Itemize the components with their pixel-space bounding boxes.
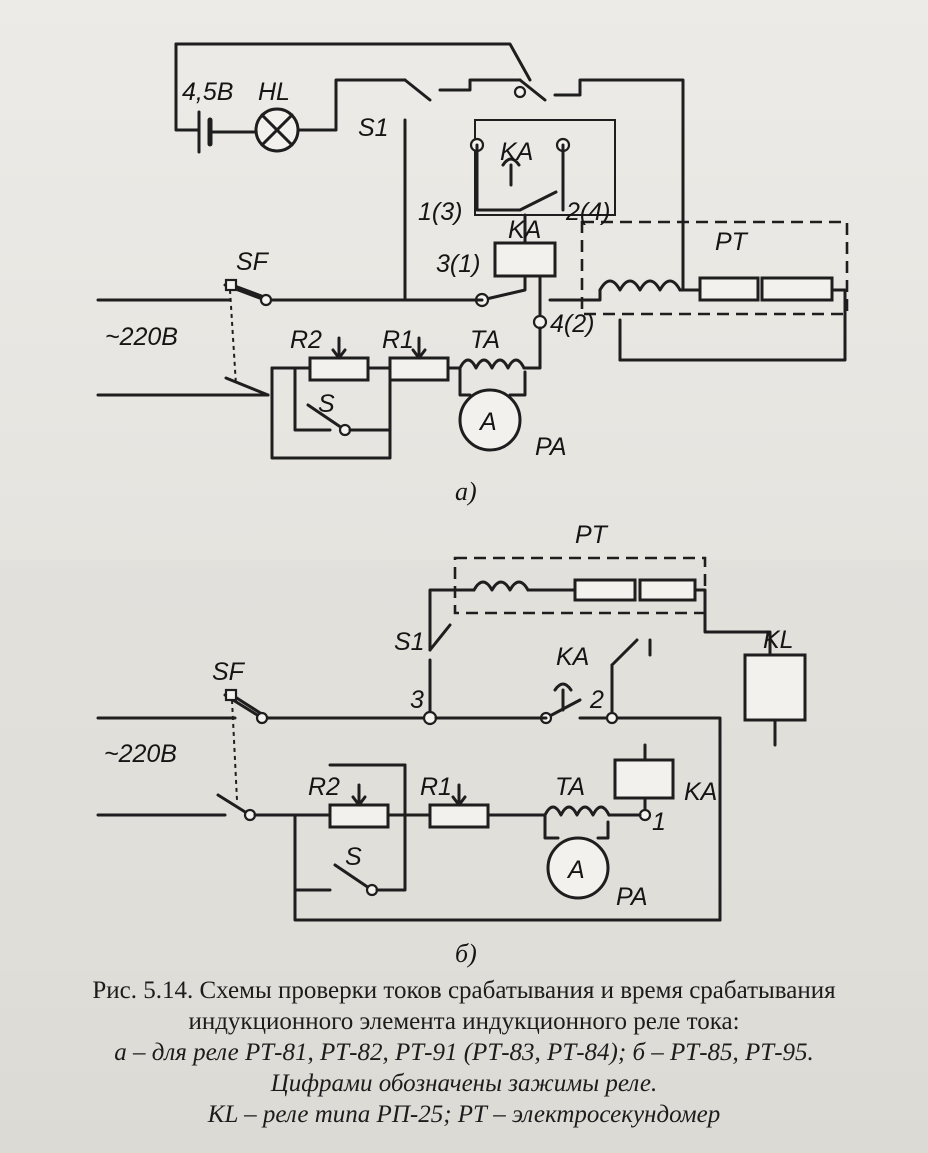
breaker-sf-label-b: SF — [212, 658, 246, 686]
diagram-a-labels: 4,5В HL S1 KA 1(3) 2(4) KA 3(1) 4(2) PT … — [105, 78, 749, 506]
breaker-sf-label: SF — [236, 248, 270, 276]
terminal-1-3-label: 1(3) — [418, 198, 462, 226]
timer-pt-label-b: PT — [575, 521, 609, 549]
terminal-2-4-label: 2(4) — [565, 198, 610, 226]
transformer-ta-label: TA — [470, 326, 500, 354]
rheostat-r2-label: R2 — [290, 326, 322, 354]
caption-line-1: Рис. 5.14. Схемы проверки токов срабатыв… — [92, 977, 836, 1004]
circuit-diagrams: 4,5В HL S1 KA 1(3) 2(4) KA 3(1) 4(2) PT … — [0, 42, 928, 970]
caption-line-3: а – для реле РТ-81, РТ-82, РТ-91 (РТ-83,… — [114, 1039, 814, 1066]
terminal-3-label: 3 — [410, 686, 424, 714]
figure-caption: Рис. 5.14. Схемы проверки токов срабатыв… — [0, 975, 928, 1130]
terminal-4-2-label: 4(2) — [550, 310, 594, 338]
caption-line-4: Цифрами обозначены зажимы реле. — [270, 1070, 658, 1097]
ammeter-pa-label: PA — [535, 433, 567, 461]
switch-s1-label-b: S1 — [394, 628, 425, 656]
diagram-b — [96, 556, 807, 922]
relay-kl-label: KL — [763, 626, 794, 654]
terminal-3-1-label: 3(1) — [436, 250, 480, 278]
ka-coil-label-b: KA — [684, 778, 717, 806]
rheostat-r1-label: R1 — [382, 326, 414, 354]
diagram-a-sublabel: а) — [455, 477, 477, 506]
ammeter-a-label-b: A — [566, 856, 585, 884]
show-through-text — [0, 560, 928, 970]
ammeter-pa-label-b: PA — [616, 883, 648, 911]
timer-pt-label: PT — [715, 228, 749, 256]
ammeter-a-label: A — [478, 408, 497, 436]
terminal-1-label: 1 — [652, 808, 666, 836]
ka-coil-label: KA — [508, 216, 541, 244]
switch-s-label: S — [318, 390, 335, 418]
transformer-ta-label-b: TA — [555, 773, 585, 801]
battery-symbol — [197, 110, 213, 154]
battery-label: 4,5В — [182, 78, 233, 106]
diagram-b-sublabel: б) — [455, 939, 477, 968]
rheostat-r1-label-b: R1 — [420, 773, 452, 801]
diagram-a — [96, 42, 849, 460]
ka-contact-label-b: KA — [556, 643, 589, 671]
caption-line-2: индукционного элемента индукционного рел… — [188, 1008, 740, 1035]
terminal-2-label: 2 — [589, 686, 604, 714]
switch-s-label-b: S — [345, 843, 362, 871]
lamp-label: HL — [258, 78, 290, 106]
rheostat-r2-label-b: R2 — [308, 773, 340, 801]
lamp-hl — [254, 107, 300, 153]
caption-line-5: KL – реле типа РП-25; РТ – электросекунд… — [207, 1101, 721, 1128]
diagram-b-labels: PT S1 KA KL SF 3 2 ~220В R2 R1 TA KA 1 S… — [104, 521, 794, 968]
switch-s1-label: S1 — [358, 114, 389, 142]
ka-contact-label: KA — [500, 138, 533, 166]
voltage-label: ~220В — [105, 323, 178, 351]
voltage-label-b: ~220В — [104, 740, 177, 768]
